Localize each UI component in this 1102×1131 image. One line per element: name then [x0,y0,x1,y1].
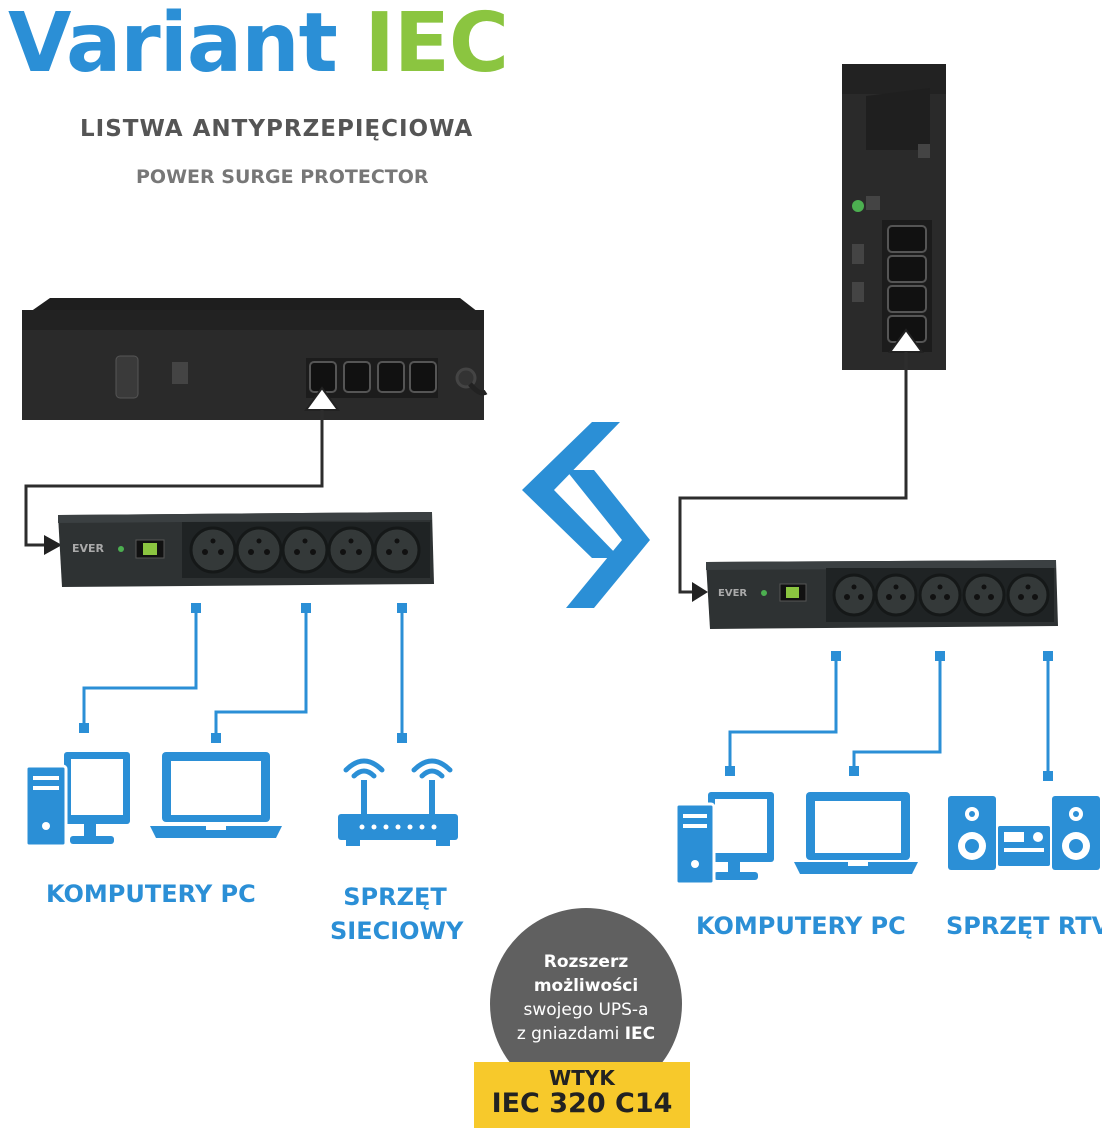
desktop-pc-icon [24,752,130,848]
label-network-equipment: SPRZĘT SIECIOWY [330,880,464,948]
power-strip-right: EVER [706,560,1058,629]
label-network-line2: SIECIOWY [330,917,464,945]
label-network-line1: SPRZĘT [343,883,447,911]
rack-ups [22,298,488,420]
label-computers-right: KOMPUTERY PC [696,912,906,940]
plug-label: WTYK [549,1066,615,1090]
badge-line4: z gniazdami [516,1024,625,1044]
badge-line1: Rozszerz [543,952,629,972]
badge-circle [490,908,682,1100]
label-computers-left: KOMPUTERY PC [46,880,256,908]
connectors-left [82,608,404,738]
tower-ups [842,64,946,370]
laptop-icon [150,752,282,838]
stereo-icon [948,796,1100,870]
badge-line2: możliwości [533,976,639,996]
brand-label-left: EVER [72,542,105,555]
badge-line4-bold: IEC [624,1024,656,1044]
plug-type-box: WTYK IEC 320 C14 [474,1062,690,1128]
swap-arrows-icon [522,422,650,608]
router-icon [338,758,458,846]
label-rtv-equipment: SPRZĘT RTV [946,912,1102,940]
plug-model: IEC 320 C14 [491,1088,673,1119]
laptop-icon-right [794,792,918,874]
badge-text: Rozszerz możliwości swojego UPS-a z gnia… [486,950,686,1046]
title-variant: Variant [8,0,338,91]
subtitle-english: POWER SURGE PROTECTOR [136,166,429,188]
badge-line3: swojego UPS-a [523,1000,649,1020]
subtitle-polish: LISTWA ANTYPRZEPIĘCIOWA [80,116,474,142]
title-iec: IEC [364,0,509,91]
desktop-pc-icon-right [674,792,774,886]
power-strip-left: EVER [58,512,434,587]
brand-label-right: EVER [718,588,747,599]
page-title: Variant IEC [8,0,509,94]
connectors-right [728,656,1050,776]
